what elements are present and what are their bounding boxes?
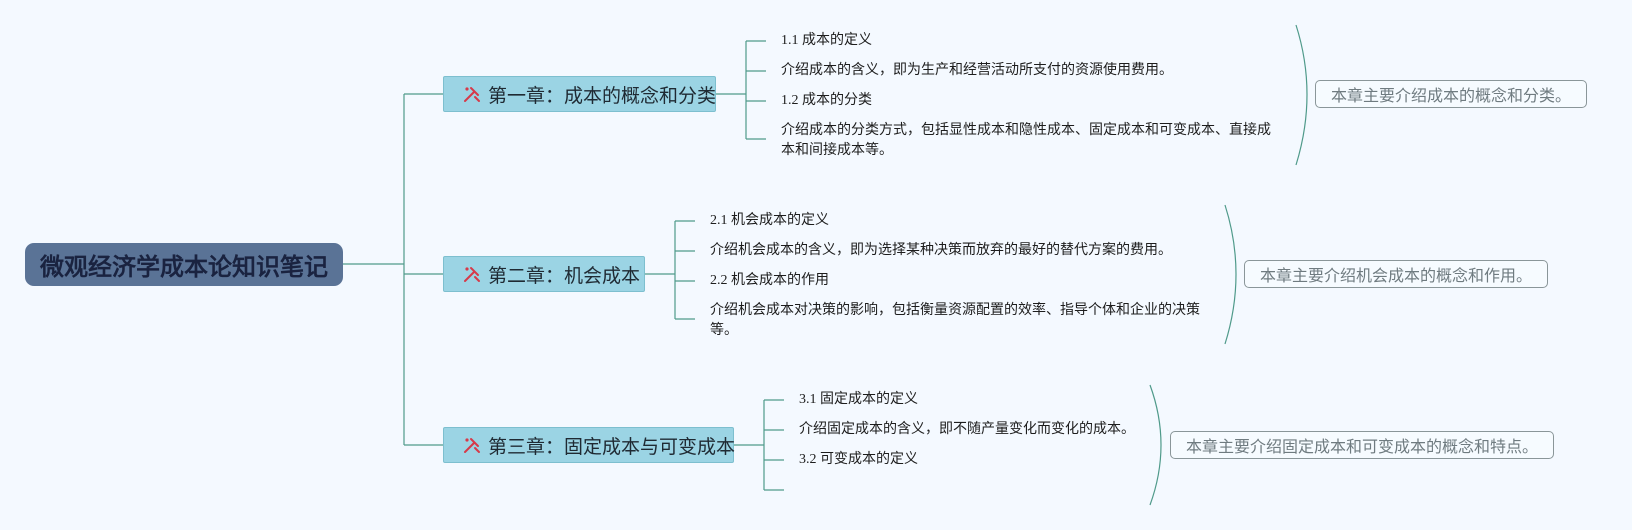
ch1-item-4: 介绍成本的分类方式，包括显性成本和隐性成本、固定成本和可变成本、直接成本和间接成… [781,123,1271,158]
ch2-item-3: 2.2 机会成本的作用 [710,273,829,288]
bracket-ch1 [1295,24,1308,166]
branch-ch3 [734,399,784,491]
branch-ch2 [645,220,695,320]
chapter-2-topic[interactable]: 第二章：机会成本 [443,256,645,292]
chapter-1-title: 第一章：成本的概念和分类 [488,84,717,107]
chapter-2-title: 第二章：机会成本 [488,264,641,287]
ch1-item-2: 介绍成本的含义，即为生产和经营活动所支付的资源使用费用。 [781,63,1173,78]
chapter-1-topic[interactable]: 第一章：成本的概念和分类 [443,76,716,112]
ch2-item-4: 介绍机会成本对决策的影响，包括衡量资源配置的效率、指导个体和企业的决策等。 [710,303,1200,338]
chapter-3-topic[interactable]: 第三章：固定成本与可变成本 [443,427,736,463]
tools-icon [462,84,482,104]
ch3-item-2: 介绍固定成本的含义，即不随产量变化而变化的成本。 [799,422,1135,437]
ch3-item-1: 3.1 固定成本的定义 [799,392,918,407]
chapter-3-title: 第三章：固定成本与可变成本 [488,435,736,458]
ch2-summary[interactable]: 本章主要介绍机会成本的概念和作用。 [1244,260,1548,288]
branch-ch1 [716,40,766,140]
ch1-item-1: 1.1 成本的定义 [781,33,872,48]
ch1-item-3: 1.2 成本的分类 [781,93,872,108]
tools-icon [462,435,482,455]
tools-icon [462,264,482,284]
ch3-item-3: 3.2 可变成本的定义 [799,452,918,467]
ch2-item-2: 介绍机会成本的含义，即为选择某种决策而放弃的最好的替代方案的费用。 [710,243,1172,258]
bracket-ch3 [1149,384,1162,506]
bracket-ch2 [1224,204,1237,345]
ch2-item-1: 2.1 机会成本的定义 [710,213,829,228]
ch1-summary[interactable]: 本章主要介绍成本的概念和分类。 [1315,80,1587,108]
root-topic[interactable]: 微观经济学成本论知识笔记 [25,243,343,286]
ch3-summary[interactable]: 本章主要介绍固定成本和可变成本的概念和特点。 [1170,431,1554,459]
root-connector [343,93,443,446]
